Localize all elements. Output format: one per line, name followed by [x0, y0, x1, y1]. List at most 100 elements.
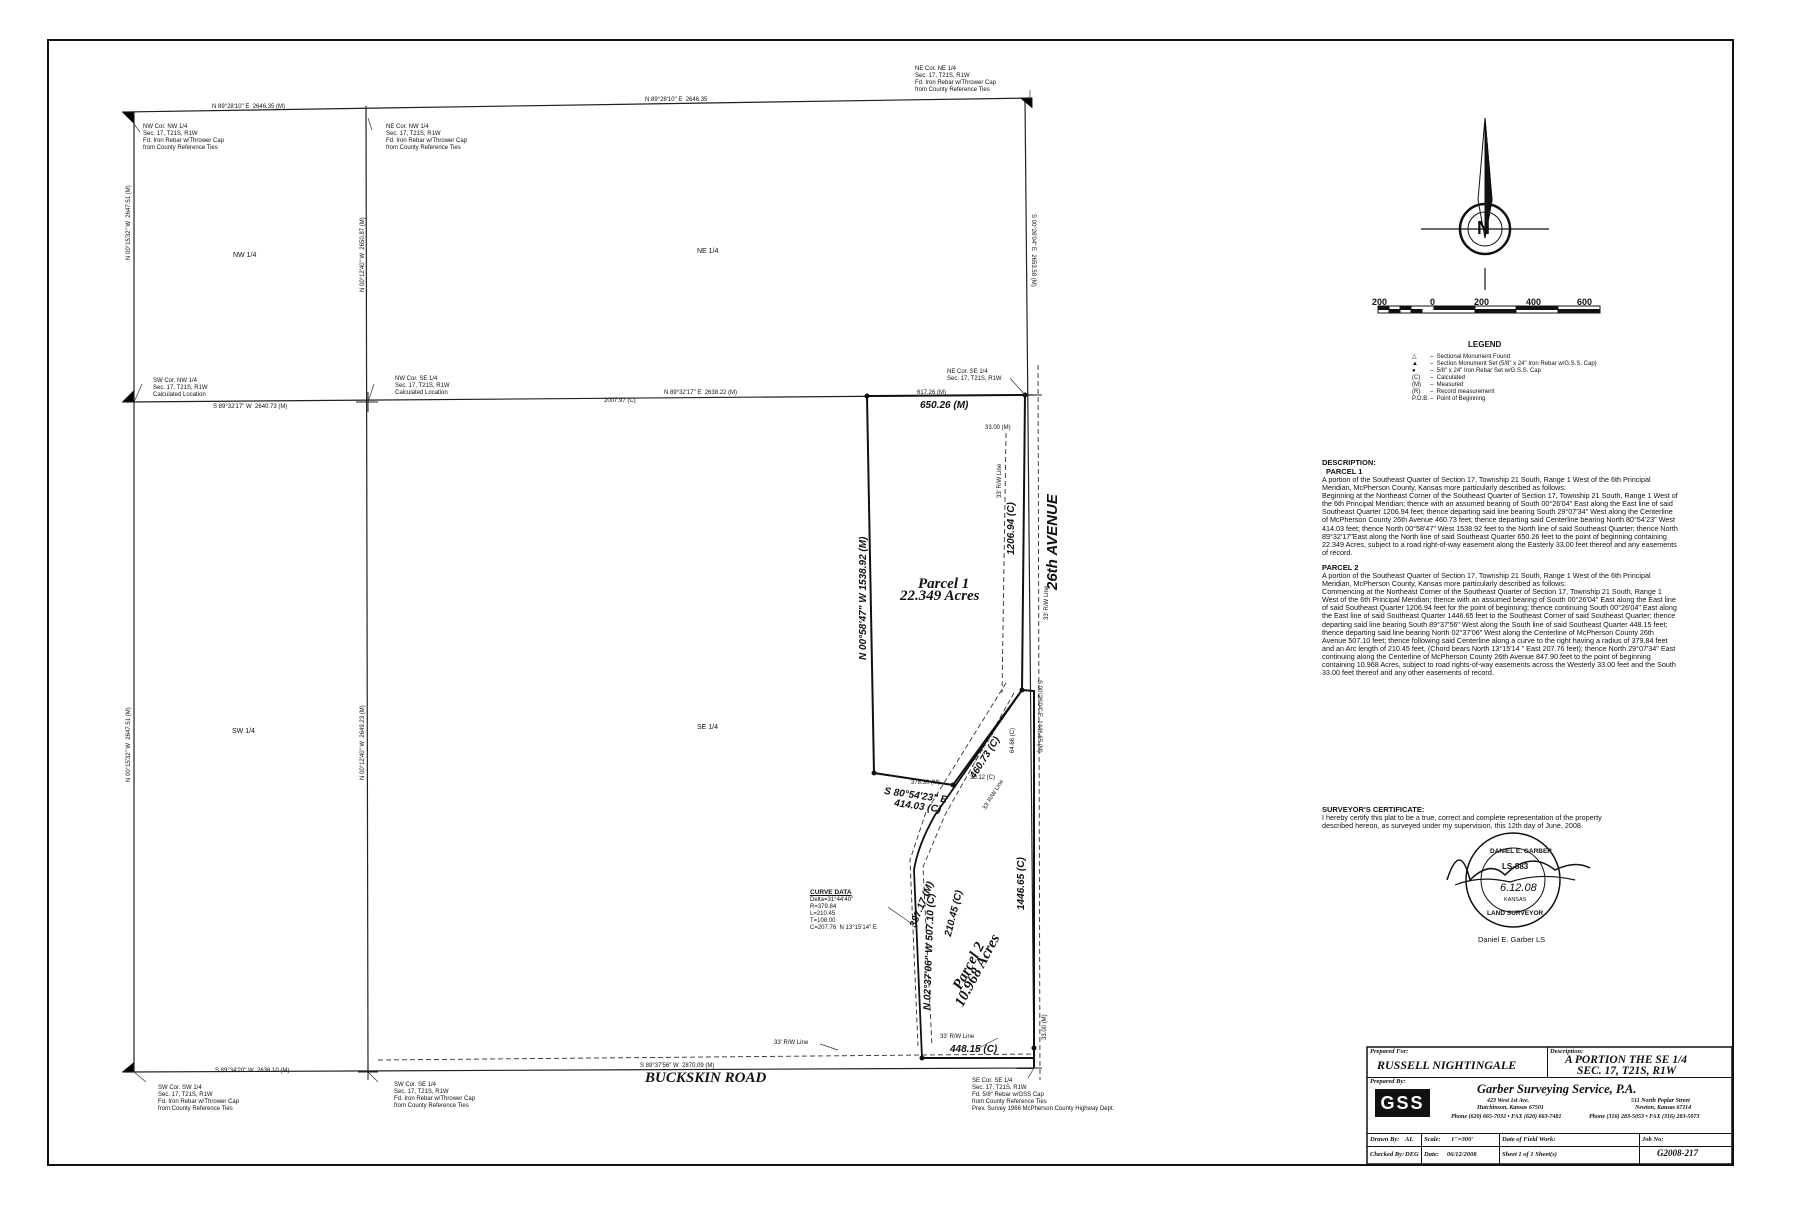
scale-label-600: 600 [1577, 297, 1593, 307]
outer-border [47, 39, 1734, 1166]
title-block-frame [1366, 1046, 1733, 1165]
scale-label-200: 200 [1474, 297, 1490, 307]
leader-lines [133, 90, 1035, 1083]
corner-note-ne-nw: NE Cor. NW 1/4 Sec. 17, T21S, R1W Fd. Ir… [386, 124, 468, 151]
legend-item: (M)– Measured [1412, 382, 1464, 388]
right-of-way-lines [377, 364, 1041, 1081]
scale-bar [1377, 305, 1601, 314]
bearing-p1-north-m: 617.26 (M) [917, 390, 947, 396]
corner-note-sw-se: SW Cor. SE 1/4 Sec. 17, T21S, R1W Fd. Ir… [394, 1082, 476, 1109]
parcel-1-text-intro: A portion of the Southeast Quarter of Se… [1322, 475, 1651, 493]
address-2-phone: Phone (316) 283-5053 • FAX (316) 283-507… [1589, 1114, 1700, 1120]
bearing-mid-center: 2007.97 (C) [604, 398, 636, 404]
section-lines [122, 97, 1035, 1073]
legend-item: P.O.B.– Point of Beginning [1412, 396, 1486, 402]
legend-item: (R)– Record measurement [1412, 389, 1495, 395]
job-number-cell: G2008-217 [1657, 1148, 1698, 1158]
road-centerline [913, 689, 1023, 1059]
quarter-label-se: SE 1/4 [697, 724, 719, 731]
legend-list: △– Sectional Monument Found ▲– Section M… [1412, 354, 1652, 403]
quarter-label-ne: NE 1/4 [697, 248, 719, 255]
bearing-south-left: S 89°34'20" W 2638.10 (M) [215, 1068, 290, 1074]
corner-note-nw-nw: NW Cor. NW 1/4 Sec. 17, T21S, R1W Fd. Ir… [143, 124, 225, 151]
address-2-street: 511 North Poplar Street [1631, 1098, 1690, 1104]
parcel-2-text-intro: A portion of the Southeast Quarter of Se… [1322, 570, 1651, 589]
corner-note-se-se: SE Cor. SE 1/4 Sec. 17, T21S, R1W Fd. 5/… [972, 1078, 1115, 1112]
rw-line-label-4: 33' R/W Line [774, 1040, 809, 1046]
quarter-label-nw: NW 1/4 [233, 252, 257, 259]
certificate-heading: SURVEYOR'S CERTIFICATE: [1322, 805, 1425, 814]
bearing-mid-left: S 89°32'17" W 2640.73 (M) [213, 404, 288, 410]
bearing-p1-north: 650.26 (M) [920, 400, 969, 411]
corner-note-ne-ne: NE Cor. NE 1/4 Sec. 17, T21S, R1W Fd. Ir… [915, 66, 997, 93]
job-number-label-cell: Job No: [1642, 1136, 1664, 1143]
bearing-center-upper: N 00°12'40" W 2650.87 (M) [360, 217, 366, 292]
bearing-small-3512: 35.12 (C) [970, 775, 996, 781]
parcel-1-text-body: Beginning at the Northeast Corner of the… [1322, 491, 1678, 557]
drawn-by-cell: Drawn By:AL [1367, 1133, 1422, 1146]
parcel-1-name: Parcel 1 [918, 576, 970, 592]
legend-item: (C)– Calculated [1412, 375, 1466, 381]
seal-state: KANSAS [1504, 897, 1527, 903]
seal-name: DANIEL E. GARBER [1490, 848, 1552, 855]
parcel-2-text-body: Commencing at the Northeast Corner of th… [1322, 587, 1677, 678]
scale-label-neg200: 200 [1372, 297, 1388, 307]
parcel-1-acres: 22.349 Acres [900, 588, 980, 604]
scale-label-0: 0 [1430, 297, 1436, 307]
bearing-p1-south-small: 378.30 (M) [911, 780, 941, 786]
bearing-p1-east: 1206.94 (C) [1006, 502, 1017, 555]
bearing-center-lower: N 00°12'40" W 2649.23 (M) [360, 705, 366, 780]
prepared-by-label: Prepared By: [1370, 1078, 1406, 1085]
curve-data-title: CURVE DATA [810, 889, 852, 896]
legend-item: △– Sectional Monument Found [1412, 354, 1511, 360]
corner-note-nw-se: NW Cor. SE 1/4 Sec. 17, T21S, R1W Calcul… [395, 376, 450, 396]
legend-title: LEGEND [1468, 340, 1502, 349]
road-name-26th-avenue: 26th AVENUE [1044, 494, 1061, 590]
rw-line-label-6: 33' R/W Line [1044, 585, 1050, 620]
signer-name: Daniel E. Garber LS [1478, 935, 1546, 944]
date-cell: Date:06/12/2008 [1421, 1146, 1500, 1164]
parcel-boundaries [865, 393, 1035, 1068]
job-info-rows: Drawn By:AL Scale:1"=300' Date of Field … [1367, 1133, 1732, 1164]
bearing-p1-west: N 00°58'47" W 1538.92 (M) [858, 536, 869, 660]
legend-item: ●– 5/8" x 24" Iron Rebar Set w/G.S.S. Ca… [1412, 368, 1541, 374]
description-line-2: SEC. 17, T21S, R1W [1577, 1065, 1677, 1077]
bearing-rw-33: 33.00 (M) [985, 425, 1011, 431]
certificate-block: SURVEYOR'S CERTIFICATE: I hereby certify… [1322, 805, 1602, 830]
bearing-mid-right: N 89°32'17" E 2638.22 (M) [664, 390, 738, 396]
certificate-text: I hereby certify this plat to be a true,… [1322, 813, 1602, 831]
corner-note-sw-sw: SW Cor. SW 1/4 Sec. 17, T21S, R1W Fd. Ir… [158, 1085, 240, 1112]
address-1-phone: Phone (620) 665-7032 • FAX (620) 663-748… [1451, 1114, 1562, 1120]
curve-data-values: Delta=31°44'40" R=379.84 L=210.45 T=108.… [810, 897, 877, 931]
legend-item: ▲– Section Monument Set (5/8" x 24" Iron… [1412, 361, 1597, 367]
scale-label-400: 400 [1526, 297, 1542, 307]
scale-cell: Scale:1"=300' [1421, 1133, 1500, 1146]
bearing-south-448: 448.15 (C) [950, 1044, 998, 1055]
bearing-west-upper: N 00°15'32" W 2647.51 (M) [126, 185, 132, 260]
title-block: Prepared For: RUSSELL NIGHTINGALE Descri… [1367, 1047, 1732, 1164]
north-arrow-icon [1421, 117, 1549, 290]
address-1-city: Hutchinson, Kansas 67501 [1477, 1105, 1544, 1111]
description-line-1: A PORTION THE SE 1/4 [1565, 1054, 1688, 1066]
description-block: DESCRIPTION: PARCEL 1 A portion of the S… [1322, 458, 1678, 677]
bearing-north-right: N 89°28'10" E 2646.35 [645, 97, 708, 103]
bearing-north-left: N 89°28'10" E 2646.35 (M) [212, 104, 286, 110]
bearing-east-upper: S 00°26'04" E 2653.58 (M) [1030, 214, 1036, 287]
address-1-street: 423 West 1st Ave. [1487, 1098, 1530, 1104]
description-heading: DESCRIPTION: [1322, 458, 1376, 467]
corner-note-ne-se: NE Cor. SE 1/4 Sec. 17, T21S, R1W [947, 369, 1002, 382]
prepared-for-cell: Prepared For: RUSSELL NIGHTINGALE [1367, 1047, 1548, 1078]
bearing-east-lower: S 00°26'04" E 1446.65 (M) [1036, 680, 1042, 753]
job-row-2: Checked By:DEG Date:06/12/2008 Sheet 1 o… [1367, 1146, 1732, 1164]
checked-by-cell: Checked By:DEG [1367, 1146, 1422, 1164]
bearing-east-1446: 1446.65 (C) [1016, 857, 1027, 910]
north-letter: N [1477, 218, 1490, 238]
bearing-small-6466: 64.66 (C) [1010, 727, 1016, 753]
quarter-label-sw: SW 1/4 [232, 728, 255, 735]
seal-ls: LS-883 [1502, 862, 1529, 871]
sheet-cell: Sheet 1 of 1 Sheet(s) [1499, 1146, 1640, 1164]
client-name: RUSSELL NIGHTINGALE [1377, 1058, 1517, 1072]
address-2-city: Newton, Kansas 67114 [1635, 1105, 1692, 1111]
